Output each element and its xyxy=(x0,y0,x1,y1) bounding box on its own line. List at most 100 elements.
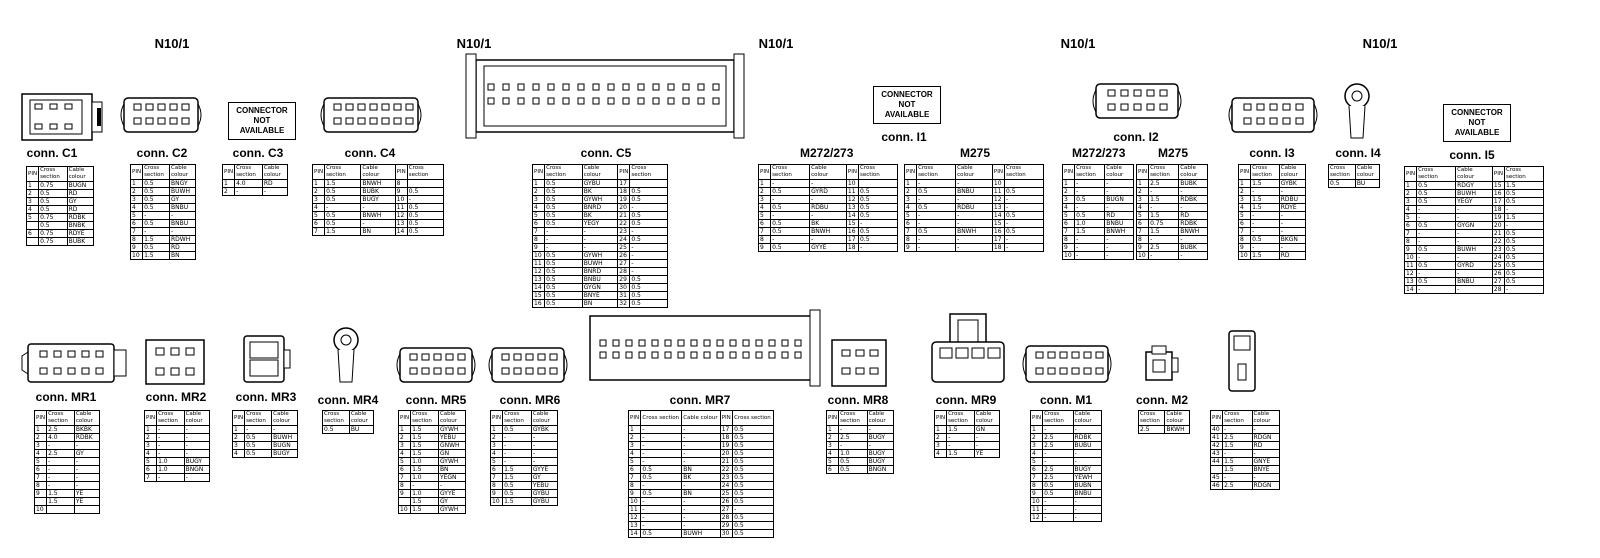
table-cell: 0.5 xyxy=(1250,235,1280,244)
table-header-cell: PIN xyxy=(933,410,948,426)
table-cell: GY xyxy=(73,449,101,458)
table-cell: 10 xyxy=(627,497,642,506)
table-cell: 2 xyxy=(33,433,48,442)
table-cell: 1.5 xyxy=(1250,251,1280,260)
table-header-cell: Cable colour xyxy=(1072,410,1103,426)
table-cell: 6 xyxy=(1061,219,1076,228)
table-cell: - xyxy=(544,235,583,244)
table-cell: 10 xyxy=(129,251,144,260)
table-cell xyxy=(397,497,412,506)
table-cell: - xyxy=(1503,285,1545,294)
table-cell: - xyxy=(1178,203,1208,212)
table-cell: 7 xyxy=(397,473,412,482)
header-n10-5: N10/1 xyxy=(1362,36,1398,51)
table-row: 4-- xyxy=(1061,203,1134,212)
table-row: 14--28- xyxy=(1403,285,1545,294)
table-cell: 0.5 xyxy=(1042,481,1074,490)
table-cell xyxy=(25,221,40,230)
table-cell: - xyxy=(544,227,583,236)
table-cell: 2 xyxy=(489,433,504,442)
table-header-cell: Cable colour xyxy=(348,410,375,426)
table-cell: 13 xyxy=(991,203,1005,212)
table-cell: YEBU xyxy=(437,433,467,442)
table-cell: - xyxy=(46,481,75,490)
table-cell: BUWH xyxy=(1455,189,1493,198)
table-cell: - xyxy=(1042,425,1074,434)
table-header-cell: Cross section xyxy=(946,410,975,426)
table-cell: GNYE xyxy=(1251,457,1281,466)
table-cell: 2.5 xyxy=(46,425,75,434)
table-row: 8--17- xyxy=(903,235,1045,244)
table-cell: 0.5 xyxy=(770,243,811,252)
table-cell: 0.5 xyxy=(544,195,583,204)
table-cell: 9 xyxy=(489,489,504,498)
table-cell: GYBK xyxy=(530,425,559,434)
table-cell: 9 xyxy=(129,243,144,252)
table-cell: 0.5 xyxy=(732,513,774,522)
sublabel-m272-273-i2: M272/273 xyxy=(1072,146,1126,160)
table-cell: - xyxy=(809,195,847,204)
table-cell: 4 xyxy=(129,203,144,212)
table-cell: - xyxy=(629,227,668,236)
table-row: 8-- xyxy=(397,481,467,490)
table-cell: - xyxy=(1074,203,1106,212)
table-cell: - xyxy=(955,179,993,188)
table-cell: - xyxy=(183,449,211,458)
table-cell: GYWH xyxy=(581,251,619,260)
table-cell: - xyxy=(1503,221,1545,230)
table-cell: - xyxy=(142,211,171,220)
table-cell: 0.5 xyxy=(38,205,68,214)
table-cell: 2.5 xyxy=(1222,433,1253,442)
table-cell: 43 xyxy=(1209,449,1224,458)
table-cell: - xyxy=(1455,213,1493,222)
connector-mr4-drawing xyxy=(333,327,359,383)
table-cell: - xyxy=(1074,179,1106,188)
table-cell: - xyxy=(770,179,811,188)
table-cell: 22 xyxy=(1491,237,1505,246)
table-cell: RDYE xyxy=(66,229,95,238)
table-cell: 0.5 xyxy=(838,457,868,466)
table-header-cell: PIN xyxy=(129,164,144,180)
table-cell: BNBU xyxy=(581,275,619,284)
table-cell: - xyxy=(1455,229,1493,238)
label-conn-i1: conn. I1 xyxy=(881,130,927,144)
table-cell: BN xyxy=(681,465,721,474)
table-cell: 22 xyxy=(719,465,734,474)
table-cell: 1.5 xyxy=(410,497,439,506)
table-cell: 3 xyxy=(311,195,326,204)
table-cell: GY xyxy=(66,197,95,206)
table-row: 3--12- xyxy=(903,195,1045,204)
table-cell: 8 xyxy=(489,481,504,490)
table-cell: RD xyxy=(1278,251,1307,260)
table-cell: 3 xyxy=(143,441,158,450)
table-header-cell: Cross section xyxy=(410,410,439,426)
table-cell: GYBU xyxy=(581,179,619,188)
table-row: 2-- xyxy=(143,433,211,442)
table-cell: - xyxy=(809,235,847,244)
table-cell: BUWH xyxy=(169,187,196,196)
table-cell: 0.5 xyxy=(544,179,583,188)
table-cell: 8 xyxy=(394,179,408,188)
table-cell: - xyxy=(1278,243,1307,252)
table-row: 4-- xyxy=(1135,203,1208,212)
table-cell: 18 xyxy=(1491,205,1505,214)
table-cell: BNBU xyxy=(1072,489,1103,498)
table-cell: 1.5 xyxy=(1250,179,1280,188)
